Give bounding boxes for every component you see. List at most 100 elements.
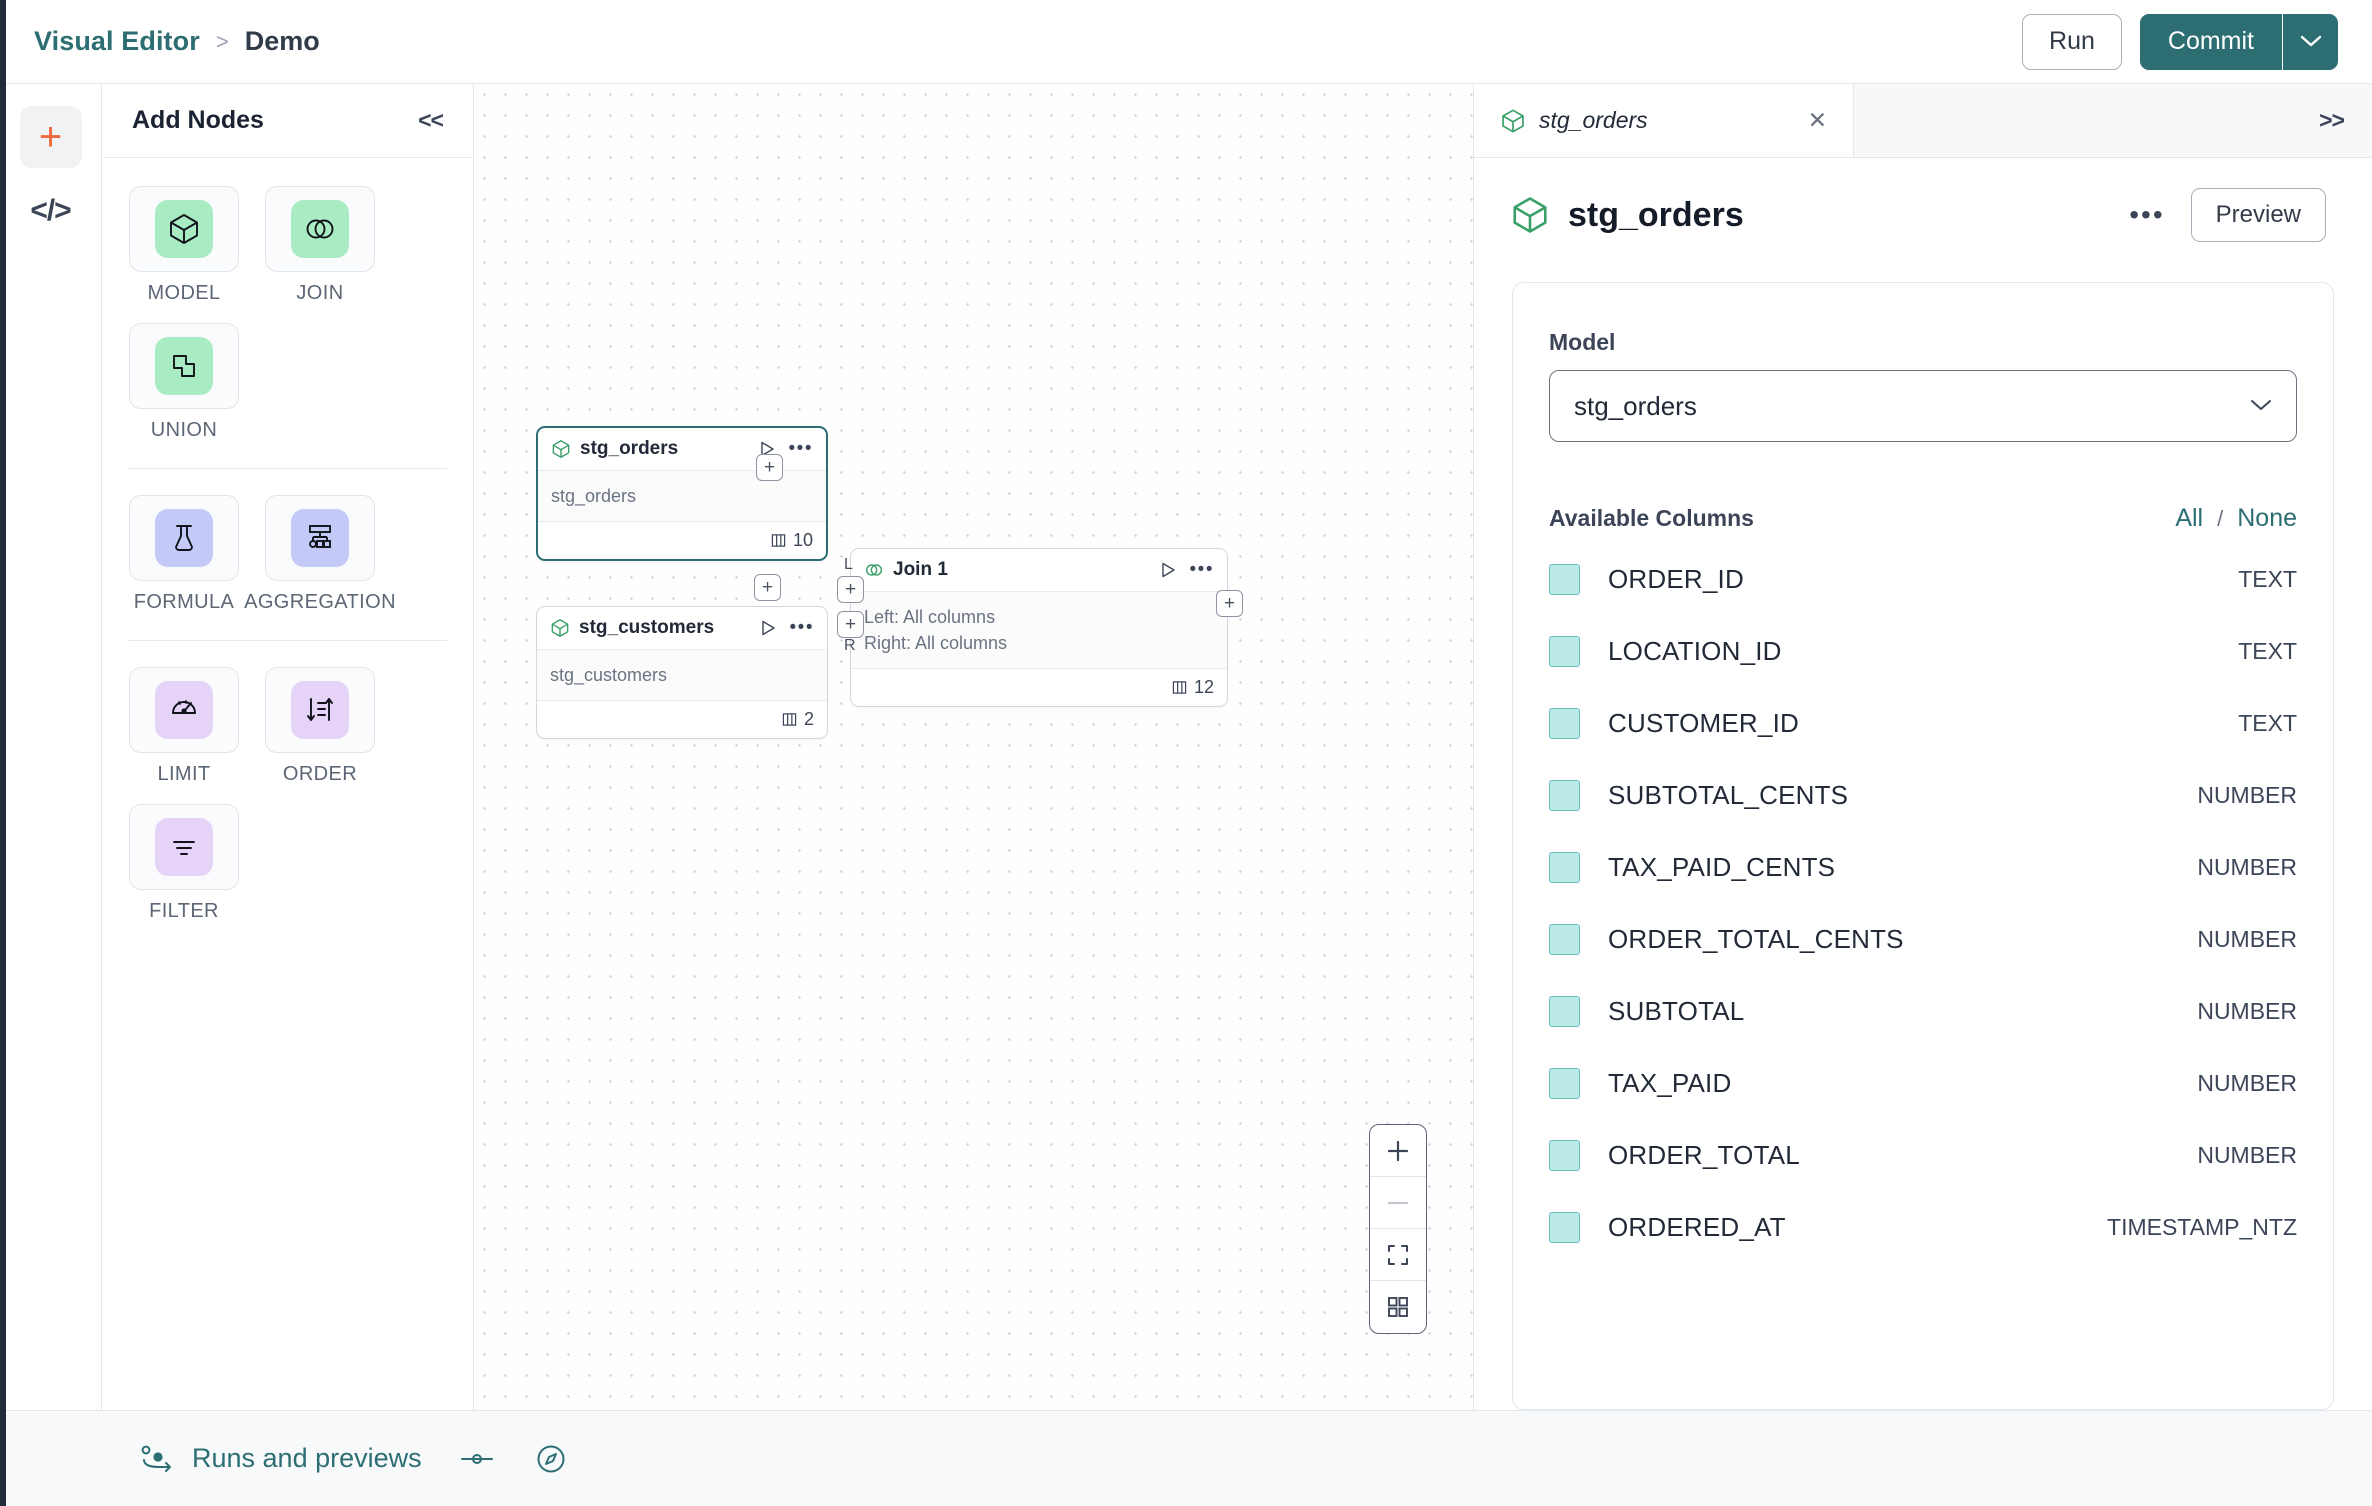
flow-node-header: stg_customers ••• <box>537 607 827 650</box>
add-nodes-header: Add Nodes << <box>102 84 473 158</box>
expand-panel-button[interactable]: >> <box>2319 107 2345 133</box>
plus-icon: + <box>38 115 63 159</box>
flow-node-header: stg_orders ••• <box>538 428 826 471</box>
node-type-limit[interactable]: LIMIT <box>128 667 240 786</box>
node-type-join[interactable]: JOIN <box>264 186 376 305</box>
column-row[interactable]: ORDER_ID TEXT <box>1549 543 2297 615</box>
column-row[interactable]: ORDERED_AT TIMESTAMP_NTZ <box>1549 1191 2297 1263</box>
column-row[interactable]: TAX_PAID_CENTS NUMBER <box>1549 831 2297 903</box>
column-checkbox[interactable] <box>1549 563 1580 595</box>
column-checkbox[interactable] <box>1549 1067 1580 1099</box>
node-type-label: UNION <box>150 419 218 441</box>
node-type-label: JOIN <box>296 282 344 304</box>
model-select[interactable]: stg_orders <box>1549 370 2297 442</box>
column-checkbox[interactable] <box>1549 851 1580 883</box>
column-checkbox[interactable] <box>1549 779 1580 811</box>
cube-icon <box>552 440 570 458</box>
commit-button[interactable]: Commit <box>2139 13 2282 70</box>
column-row[interactable]: ORDER_TOTAL_CENTS NUMBER <box>1549 903 2297 975</box>
node-type-formula[interactable]: FORMULA <box>128 495 240 614</box>
join-left-input-label: L <box>844 556 853 573</box>
available-columns-header: Available Columns All / None <box>1549 504 2297 533</box>
column-checkbox[interactable] <box>1549 707 1580 739</box>
column-type: NUMBER <box>2197 1141 2297 1168</box>
flow-node-body-line: Right: All columns <box>864 633 1008 654</box>
close-icon[interactable]: ✕ <box>1807 107 1827 133</box>
tab-label: stg_orders <box>1539 107 1648 133</box>
column-type: NUMBER <box>2197 925 2297 952</box>
column-row[interactable]: SUBTOTAL_CENTS NUMBER <box>1549 759 2297 831</box>
play-icon[interactable] <box>760 441 775 457</box>
flow-canvas[interactable]: stg_orders ••• stg_orders <box>474 84 1474 1410</box>
more-icon[interactable]: ••• <box>1189 559 1214 581</box>
zoom-out-button[interactable] <box>1370 1177 1426 1229</box>
minimap-toggle-button[interactable] <box>1370 1281 1426 1333</box>
node-type-filter[interactable]: FILTER <box>128 804 240 923</box>
column-row[interactable]: LOCATION_ID TEXT <box>1549 615 2297 687</box>
add-nodes-rail-button[interactable]: + <box>19 106 82 168</box>
flow-node-footer: 2 <box>537 701 827 738</box>
tab-stg-orders[interactable]: stg_orders ✕ <box>1474 84 1854 157</box>
column-type: TEXT <box>2238 709 2297 736</box>
node-type-label: ORDER <box>282 763 358 785</box>
more-icon[interactable]: ••• <box>2129 199 2165 230</box>
cube-icon <box>551 619 569 637</box>
flow-node-body-line: stg_orders <box>551 486 637 506</box>
slider-toggle-button[interactable] <box>460 1450 496 1468</box>
more-icon[interactable]: ••• <box>789 617 814 639</box>
column-checkbox[interactable] <box>1549 923 1580 955</box>
breadcrumb-root-link[interactable]: Visual Editor <box>34 26 200 56</box>
output-handle-stg-orders[interactable]: + <box>756 454 783 481</box>
flow-node-title: stg_customers <box>579 617 715 638</box>
bottom-bar: Runs and previews <box>0 1410 2372 1506</box>
column-checkbox[interactable] <box>1549 1139 1580 1171</box>
play-icon[interactable] <box>761 620 776 636</box>
commit-dropdown-button[interactable] <box>2282 13 2338 70</box>
group-divider <box>128 640 447 641</box>
runs-and-previews-label: Runs and previews <box>192 1443 422 1473</box>
code-view-rail-button[interactable]: </> <box>20 180 82 242</box>
zoom-in-button[interactable] <box>1370 1125 1426 1177</box>
column-checkbox[interactable] <box>1549 635 1580 667</box>
output-handle-stg-customers[interactable]: + <box>754 574 781 601</box>
page-title: stg_orders <box>1568 195 1744 234</box>
run-button[interactable]: Run <box>2022 13 2122 70</box>
node-type-label: AGGREGATION <box>244 591 396 613</box>
runs-and-previews-button[interactable]: Runs and previews <box>140 1443 422 1474</box>
main-body: + </> Add Nodes << <box>0 84 2372 1410</box>
column-name: ORDER_TOTAL_CENTS <box>1608 923 1904 954</box>
column-checkbox[interactable] <box>1549 995 1580 1027</box>
column-row[interactable]: CUSTOMER_ID TEXT <box>1549 687 2297 759</box>
flask-icon <box>175 525 193 551</box>
select-none-link[interactable]: None <box>2237 504 2297 532</box>
node-type-order[interactable]: ORDER <box>264 667 376 786</box>
flow-node-stg-orders[interactable]: stg_orders ••• stg_orders <box>536 426 828 562</box>
play-icon[interactable] <box>1161 562 1176 578</box>
column-row[interactable]: ORDER_TOTAL NUMBER <box>1549 1119 2297 1191</box>
join-left-input-handle[interactable]: + <box>837 576 864 603</box>
flow-node-stg-customers[interactable]: stg_customers ••• stg_customers <box>536 606 828 740</box>
node-type-model[interactable]: MODEL <box>128 186 240 305</box>
chevron-down-icon <box>2300 35 2321 47</box>
fit-view-button[interactable] <box>1370 1229 1426 1281</box>
flow-run-icon <box>141 1445 171 1472</box>
more-icon[interactable]: ••• <box>788 438 813 460</box>
column-row[interactable]: TAX_PAID NUMBER <box>1549 1047 2297 1119</box>
output-handle-join-1[interactable]: + <box>1216 590 1243 617</box>
select-all-link[interactable]: All <box>2175 504 2204 532</box>
collapse-panel-button[interactable]: << <box>418 107 444 133</box>
flow-node-join-1[interactable]: Join 1 ••• Left: All columns Right: All … <box>850 548 1228 708</box>
hierarchy-icon <box>309 525 331 548</box>
preview-button[interactable]: Preview <box>2190 188 2326 242</box>
node-type-aggregation[interactable]: AGGREGATION <box>244 495 396 614</box>
join-right-input-handle[interactable]: + <box>837 611 864 638</box>
column-checkbox[interactable] <box>1549 1211 1580 1243</box>
compass-button[interactable] <box>534 1442 568 1476</box>
code-brackets-icon: </> <box>30 194 71 227</box>
cube-icon <box>1502 108 1524 133</box>
join-right-input-label: R <box>844 637 856 654</box>
column-type: TEXT <box>2238 637 2297 664</box>
column-row[interactable]: SUBTOTAL NUMBER <box>1549 975 2297 1047</box>
node-type-union[interactable]: UNION <box>128 323 240 442</box>
